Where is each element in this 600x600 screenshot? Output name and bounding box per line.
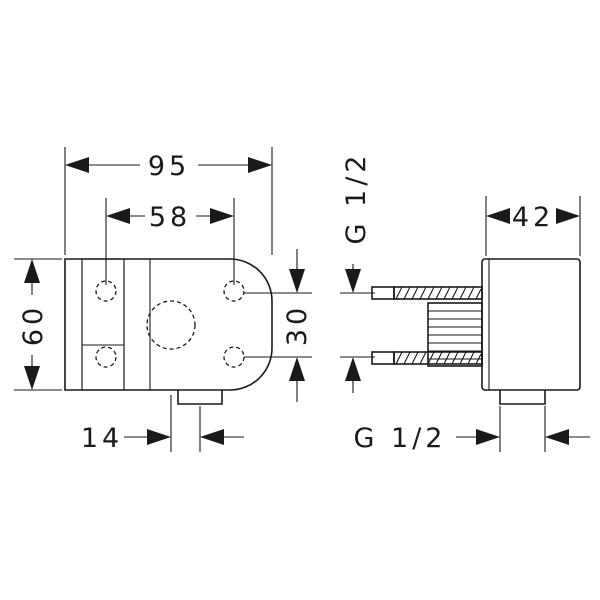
hidden-hole <box>95 346 117 368</box>
dim-30-label: 30 <box>282 304 313 346</box>
dim-outlet-offset: 14 <box>81 395 244 454</box>
dim-95-label: 95 <box>148 151 190 182</box>
dim-overall-width: 95 <box>64 147 273 255</box>
front-slot <box>81 258 125 391</box>
dim-14-label: 14 <box>81 423 123 454</box>
dim-thread-inlet: G 1/2 <box>340 152 375 393</box>
dim-thread-outlet-label: G 1/2 <box>354 423 447 454</box>
side-housing <box>481 258 581 391</box>
dim-58-label: 58 <box>149 202 191 233</box>
screw-head <box>371 351 395 365</box>
dim-42-label: 42 <box>512 202 554 233</box>
side-outlet-nub <box>499 390 546 405</box>
dim-thread-inlet-label: G 1/2 <box>341 152 372 245</box>
side-view <box>371 258 581 405</box>
hidden-hole <box>95 280 117 302</box>
screw-thread <box>393 286 483 300</box>
screw-thread <box>393 351 483 365</box>
front-body-outline <box>64 258 273 391</box>
hidden-hole <box>223 280 245 302</box>
dim-60-label: 60 <box>18 304 49 346</box>
front-view <box>64 258 273 405</box>
dim-thread-outlet: G 1/2 <box>354 406 590 454</box>
dim-hole-spacing: 58 <box>105 198 235 285</box>
outlet-nub <box>177 390 223 405</box>
screw-head <box>371 286 395 300</box>
dim-hole-vertical: 30 <box>244 249 313 402</box>
hidden-bore <box>146 300 196 350</box>
dim-depth: 42 <box>485 196 581 256</box>
dim-height: 60 <box>14 258 62 391</box>
hidden-hole <box>223 346 245 368</box>
